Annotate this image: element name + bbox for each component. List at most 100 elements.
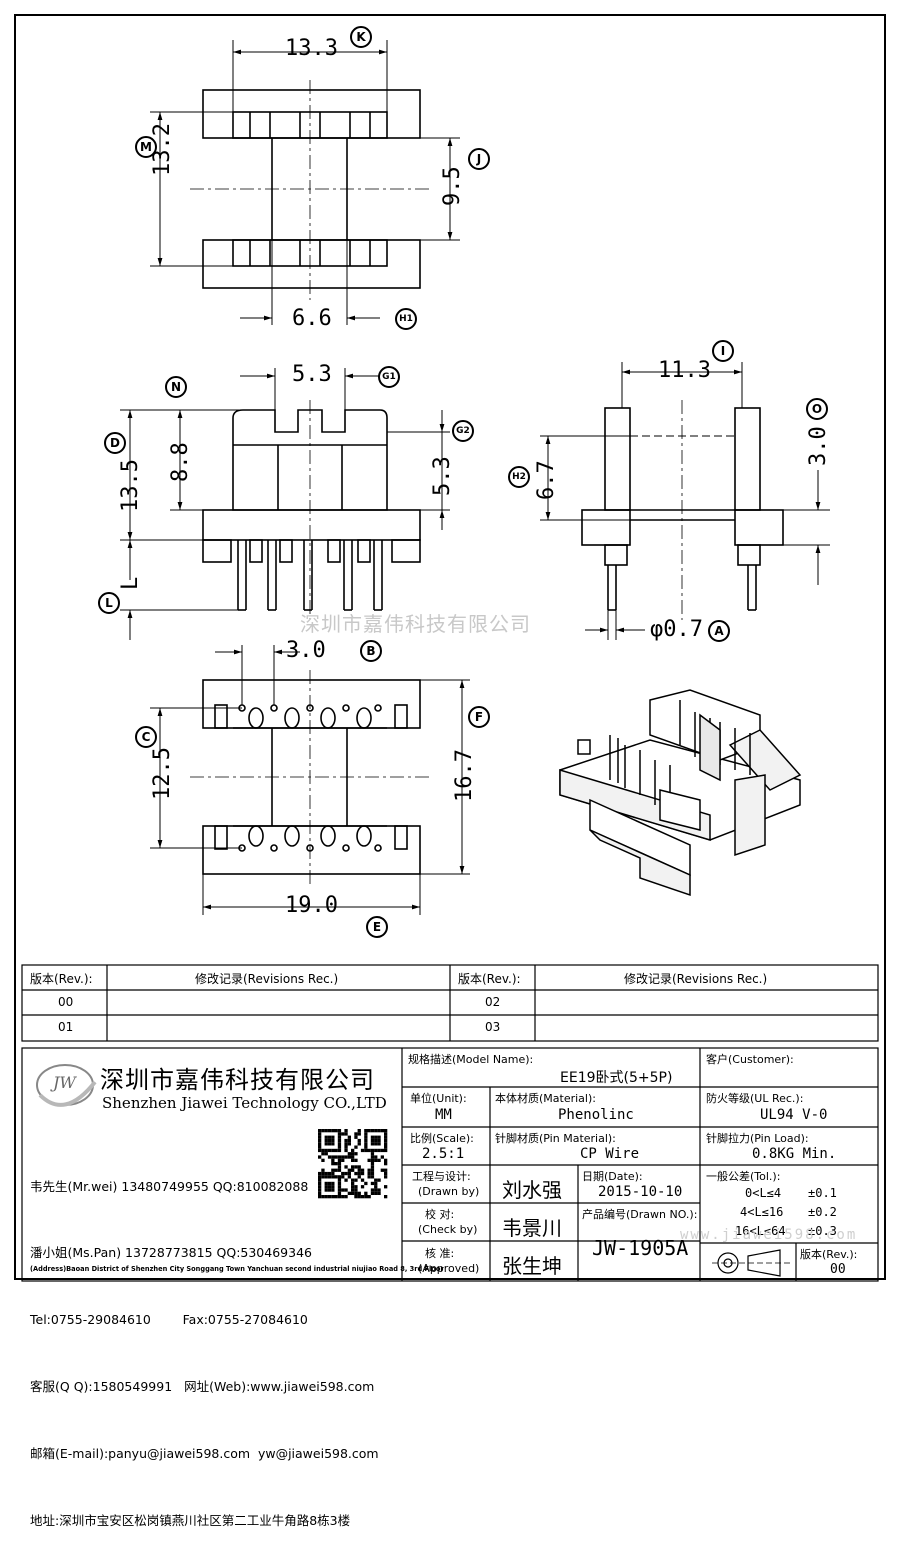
qr-module	[344, 1145, 348, 1149]
qr-module	[380, 1155, 384, 1159]
qr-module	[384, 1138, 388, 1143]
qr-module	[370, 1181, 375, 1186]
tol-value: ±0.1	[808, 1186, 837, 1200]
qr-module	[377, 1135, 381, 1139]
qr-module	[364, 1148, 368, 1153]
rev-label: 版本(Rev.):	[800, 1248, 858, 1261]
qr-module	[380, 1129, 384, 1133]
qr-module	[354, 1152, 358, 1156]
qr-module	[351, 1185, 355, 1189]
qr-module	[364, 1135, 368, 1139]
qr-module	[374, 1142, 378, 1146]
tol-range: 0<L≤4	[745, 1186, 782, 1200]
unit-label: 单位(Unit):	[410, 1092, 467, 1105]
qr-module	[377, 1188, 381, 1192]
qr-module	[364, 1191, 368, 1195]
qr-module	[321, 1129, 325, 1133]
qr-module	[331, 1135, 335, 1139]
qr-module	[327, 1142, 332, 1146]
callout-o: O	[806, 398, 828, 420]
dim-bottom-c: 12.5	[150, 747, 175, 800]
callout-h1: H1	[395, 308, 417, 330]
qr-module	[357, 1142, 361, 1146]
qr-module	[377, 1158, 381, 1162]
qr-module	[318, 1181, 322, 1186]
web-watermark: www.jiawei598.com	[680, 1227, 858, 1243]
qr-module	[321, 1195, 325, 1199]
qr-module	[337, 1168, 342, 1172]
qr-module	[354, 1171, 358, 1176]
qr-module	[347, 1155, 351, 1159]
callout-i: I	[712, 340, 734, 362]
qr-module	[327, 1195, 332, 1199]
qr-module	[337, 1178, 342, 1182]
qr-module	[367, 1148, 371, 1153]
pin-load-value: 0.8KG Min.	[752, 1146, 837, 1162]
qr-module	[384, 1145, 388, 1149]
qr-module	[344, 1155, 348, 1159]
qr-module	[377, 1138, 381, 1143]
qr-module	[321, 1152, 325, 1156]
qr-module	[370, 1155, 375, 1159]
qr-module	[334, 1155, 338, 1159]
qr-module	[318, 1155, 322, 1159]
qr-module	[334, 1162, 338, 1166]
rev-02: 02	[485, 995, 501, 1009]
qr-module	[351, 1155, 355, 1159]
qr-module	[354, 1135, 358, 1139]
qr-module	[354, 1178, 358, 1182]
qr-module	[374, 1181, 378, 1186]
qr-module	[318, 1138, 322, 1143]
rev-value: 00	[830, 1262, 846, 1277]
qr-module	[357, 1175, 361, 1179]
qr-module	[337, 1181, 342, 1186]
qr-module	[357, 1138, 361, 1143]
qr-module	[370, 1188, 375, 1192]
qr-module	[364, 1142, 368, 1146]
qr-module	[327, 1181, 332, 1186]
pin-load-label: 针脚拉力(Pin Load):	[706, 1132, 809, 1145]
qr-module	[331, 1185, 335, 1189]
qr-module	[318, 1129, 322, 1133]
qr-module	[364, 1132, 368, 1136]
qr-module	[384, 1132, 388, 1136]
qr-module	[347, 1135, 351, 1139]
qr-module	[377, 1148, 381, 1153]
qr-module	[360, 1185, 365, 1189]
qr-module	[374, 1158, 378, 1162]
qr-module	[331, 1155, 335, 1159]
approved-value: 张生坤	[502, 1254, 562, 1278]
qr-module	[367, 1158, 371, 1162]
bottom-view-dims	[150, 645, 470, 915]
qr-module	[354, 1188, 358, 1192]
qr-module	[357, 1129, 361, 1133]
watermark: 深圳市嘉伟科技有限公司	[300, 612, 531, 636]
qr-module	[364, 1181, 368, 1186]
qr-module	[370, 1138, 375, 1143]
qr-module	[370, 1152, 375, 1156]
qr-module	[384, 1195, 388, 1199]
qr-module	[384, 1171, 388, 1176]
ul-label: 防火等级(UL Rec.):	[706, 1092, 804, 1105]
drawing-canvas	[14, 14, 886, 1282]
qr-module	[337, 1185, 342, 1189]
qr-module	[324, 1142, 328, 1146]
qr-module	[370, 1142, 375, 1146]
qr-module	[334, 1175, 338, 1179]
qr-module	[360, 1171, 365, 1176]
qr-module	[351, 1181, 355, 1186]
qr-module	[370, 1171, 375, 1176]
callout-l: L	[98, 592, 120, 614]
qr-module	[331, 1129, 335, 1133]
check-label-en: (Check by)	[418, 1223, 478, 1236]
qr-module	[367, 1129, 371, 1133]
dim-side-d: 13.5	[118, 459, 143, 512]
callout-h2: H2	[508, 466, 530, 488]
qr-module	[318, 1178, 322, 1182]
qr-module	[347, 1175, 351, 1179]
company-logo	[36, 1064, 97, 1107]
qr-module	[334, 1129, 338, 1133]
dim-side-n: 8.8	[168, 442, 193, 482]
qr-module	[324, 1129, 328, 1133]
qr-module	[374, 1138, 378, 1143]
